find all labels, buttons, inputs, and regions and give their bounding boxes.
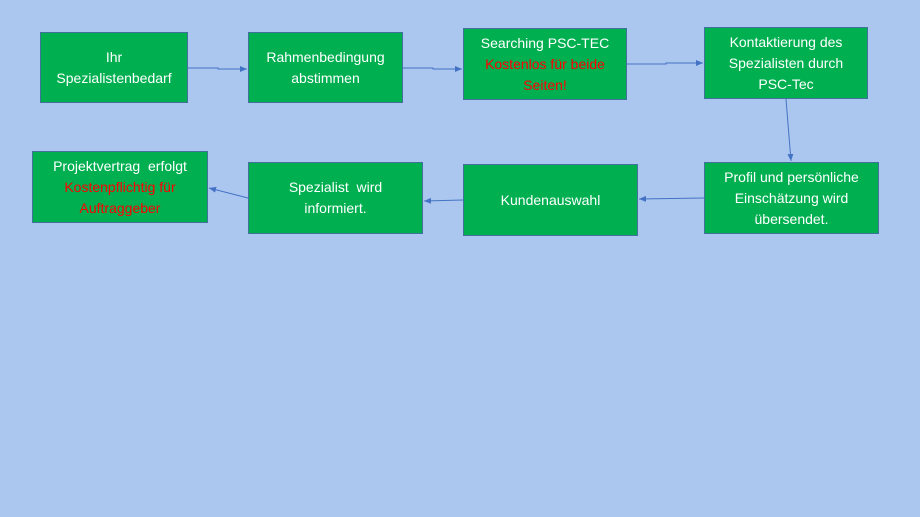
step-line: Projektvertrag erfolgt [53,157,187,174]
step-projektvertrag: Projektvertrag erfolgt Kostenpflichtig f… [32,151,208,223]
arrow-7-8 [208,186,249,199]
step-kontaktierung: Kontaktierung des Spezialisten durch PSC… [704,27,868,99]
step-rahmenbedingung: Rahmenbedingung abstimmen [248,32,403,103]
arrow-1-2 [188,66,247,72]
step-profil: Profil und persönliche Einschätzung wird… [704,162,879,234]
step-note: Kostenpflichtig für Auftraggeber [64,178,176,216]
step-line: Kundenauswahl [500,191,601,208]
step-line: übersendet. [754,210,829,227]
step-line: Spezialist wird [288,179,383,195]
step-line: informiert. [304,200,367,216]
step-line: Einschätzung wird [734,189,849,206]
step-ihr-spezialistenbedarf: Ihr Spezialistenbedarf [40,32,188,103]
arrow-2-3 [403,66,462,72]
step-note: Kostenlos für beide Seiten! [485,56,605,93]
step-searching: Searching PSC-TEC Kostenlos für beide Se… [463,28,627,100]
step-line: Spezialisten durch [728,54,844,71]
step-line: Spezialistenbedarf [56,69,172,86]
step-line: PSC-Tec [758,75,814,92]
step-line: Profil und persönliche [724,168,859,185]
step-line: Kontaktierung des [729,33,843,50]
arrow-4-5 [785,98,794,162]
step-line: Searching PSC-TEC [480,35,610,51]
step-line: Rahmenbedingung [266,48,385,65]
arrow-6-7 [423,197,464,204]
step-spezialist-informiert: Spezialist wird informiert. [248,162,423,234]
step-line: abstimmen [291,69,360,86]
arrow-3-4 [627,60,703,66]
step-line: Ihr [105,48,123,65]
step-kundenauswahl: Kundenauswahl [463,164,638,236]
arrow-5-6 [638,195,705,202]
